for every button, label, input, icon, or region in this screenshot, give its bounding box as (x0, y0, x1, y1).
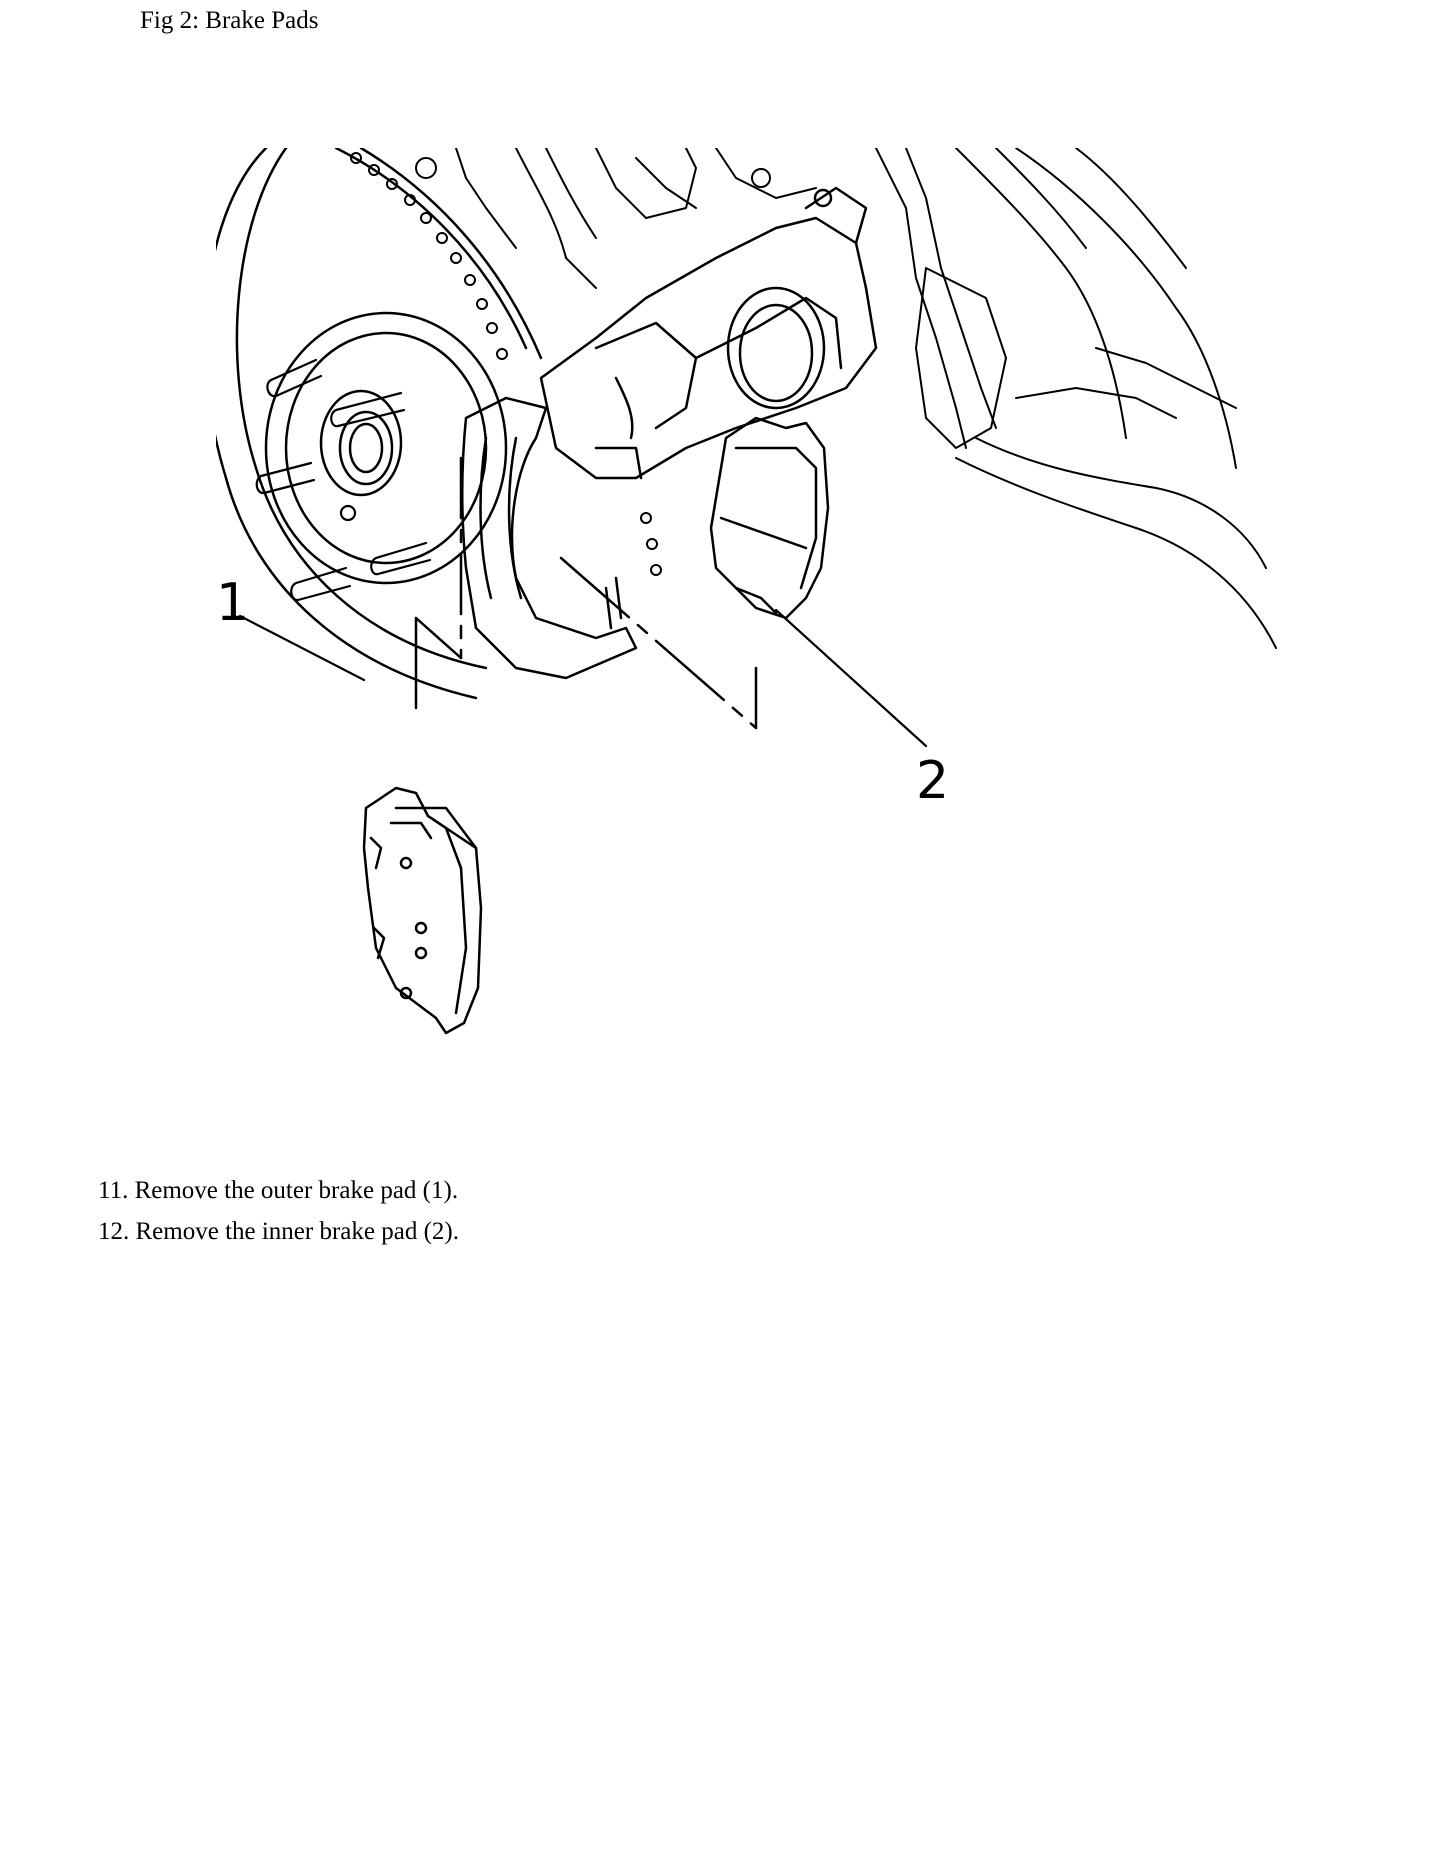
steering-knuckle (875, 148, 1277, 649)
inner-brake-pad (709, 416, 830, 620)
wheel-hub (264, 311, 508, 585)
upper-linkage (415, 148, 817, 289)
callout-label-2: 2 (916, 751, 949, 811)
callout-leaders (238, 608, 928, 748)
procedure-step: 11. Remove the outer brake pad (1). (98, 1170, 459, 1211)
procedure-steps: 11. Remove the outer brake pad (1). 12. … (98, 1170, 459, 1252)
brake-pads-illustration: 1 2 (216, 148, 1278, 1068)
caliper-bracket (461, 396, 638, 680)
brake-rotor (216, 148, 662, 700)
brake-caliper (539, 186, 878, 480)
outer-brake-pad (362, 786, 483, 1035)
step-text: Remove the outer brake pad (1). (134, 1177, 459, 1204)
wheel-studs (255, 358, 432, 602)
figure-caption: Fig 2: Brake Pads (140, 7, 319, 34)
procedure-step: 12. Remove the inner brake pad (2). (98, 1211, 459, 1252)
step-number: 11. (98, 1177, 129, 1204)
step-number: 12. (98, 1218, 130, 1245)
step-text: Remove the inner brake pad (2). (135, 1218, 460, 1245)
assembly-guide-lines (414, 456, 758, 730)
callout-label-1: 1 (216, 573, 249, 633)
